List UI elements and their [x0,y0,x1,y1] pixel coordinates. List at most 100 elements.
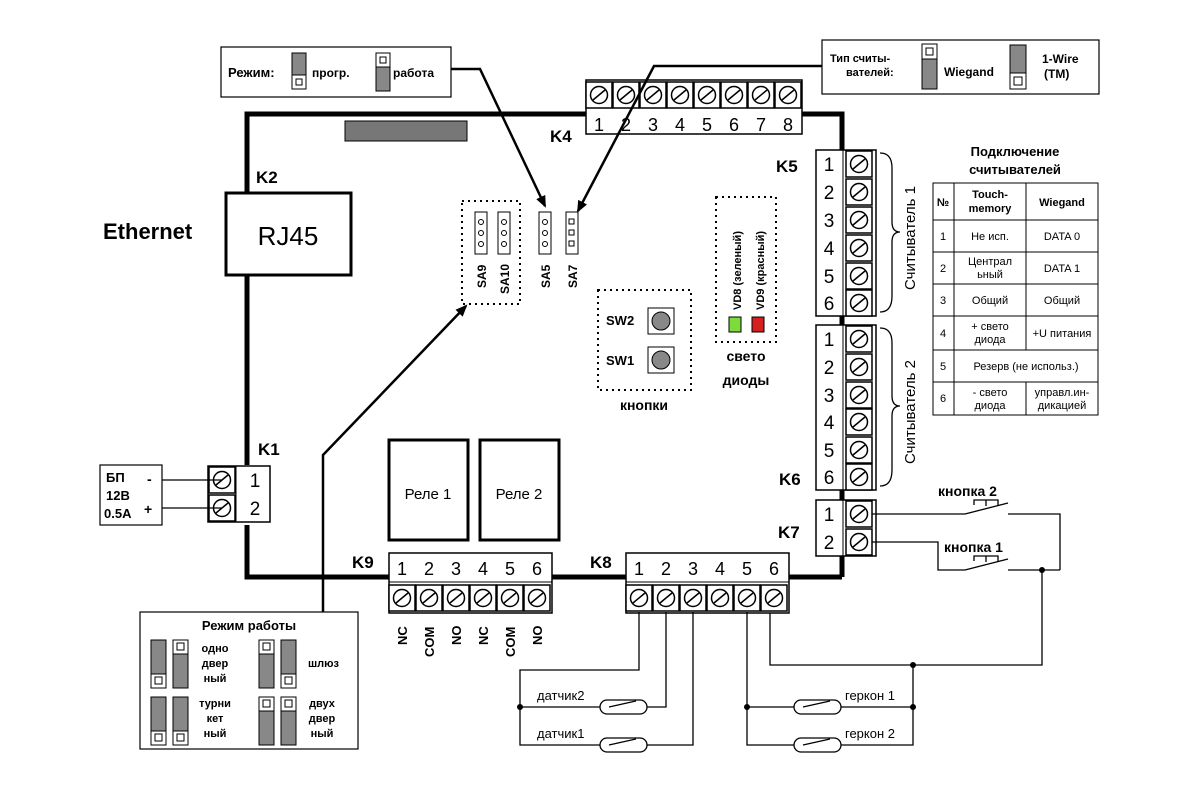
board-label-strip [344,120,468,142]
table-cell: 5 [940,361,946,373]
k5-pin: 6 [824,294,835,315]
table-title-1: Подключение [971,144,1060,159]
table-cell: DATA 1 [1044,263,1080,275]
legend-reader-line2: вателей: [846,67,894,79]
k1-label: K1 [258,440,280,459]
legend-reader-type: Тип считы- вателей: Wiegand 1-Wire (TM) [821,39,1100,95]
k4-pin: 3 [648,115,658,135]
k4-pin: 1 [594,115,604,135]
k1-pin: 2 [250,499,261,520]
reed1-label: геркон 1 [845,688,895,703]
psu-line2: 12В [106,488,130,503]
terminal-k5: K5 1 2 3 4 5 6 Считыватель 1 [776,149,919,317]
table-cell: ьный [977,269,1003,281]
power-supply: БП 12В 0.5А - + [99,464,222,526]
terminal-k6: 1 2 3 4 5 6 K6 Считыватель 2 [779,324,919,491]
k5-pin: 4 [824,239,835,260]
k9-pin: 4 [478,559,488,579]
sensor2-label: датчик2 [537,688,584,703]
k4-label: K4 [550,127,572,146]
k2-label: K2 [256,168,278,187]
psu-plus: + [144,501,152,517]
mode-turnstile-2: кет [207,713,224,725]
k5-pin: 2 [824,183,835,204]
k5-pin: 1 [824,155,835,176]
table-cell: 3 [940,295,946,307]
k5-pin: 5 [824,267,835,288]
sensor-symbols [599,699,842,753]
terminal-k1: K1 1 2 [207,440,280,523]
k8-pin: 5 [742,559,752,579]
k5-pin: 3 [824,211,835,232]
legend-reader-onewire2: (TM) [1044,67,1069,81]
sw1-label: SW1 [606,353,634,368]
sensor-wiring [519,612,914,746]
mode-gate: шлюз [308,658,340,670]
k6-pin: 5 [824,441,835,462]
k6-pin: 2 [824,358,835,379]
table-header-wg: Wiegand [1039,197,1085,209]
table-cell: +U питания [1033,328,1092,340]
k9-pin: 3 [451,559,461,579]
table-cell: Общий [972,295,1008,307]
table-cell: DATA 0 [1044,231,1080,243]
external-buttons [769,499,1061,666]
mode-one-door-1: одно [202,643,229,655]
rj45-label: RJ45 [258,221,319,251]
k9-pin: 1 [397,559,407,579]
psu-line3: 0.5А [104,506,132,521]
table-cell: 4 [940,328,946,340]
psu-line1: БП [106,470,125,485]
mode-one-door-3: ный [204,673,227,685]
table-header-tm-1: Touch- [972,189,1008,201]
table-cell: 1 [940,231,946,243]
green-led [728,316,742,333]
vd8-label: VD8 (зеленый) [732,231,744,310]
mode-two-door-1: двух [309,698,336,710]
relay1-label: Реле 1 [405,486,452,503]
k8-pin: 3 [688,559,698,579]
mode-one-door-2: двер [202,658,229,670]
table-cell: 6 [940,393,946,405]
k8-pin: 6 [769,559,779,579]
k8-pin: 1 [634,559,644,579]
k9-contact-label: NO [449,626,464,646]
k4-pin: 4 [675,115,685,135]
onboard-buttons: SW2 SW1 кнопки [597,289,692,413]
table-cell: Общий [1044,295,1080,307]
k1-pin: 1 [250,471,261,492]
k9-contact-label: NC [395,626,410,645]
legend-mode-work: работа [393,66,434,80]
terminal-k8: K8 1 2 3 4 5 6 [590,552,790,614]
table-cell: - свето [973,387,1008,399]
table-cell: Резерв (не использ.) [973,361,1078,373]
k6-pin: 3 [824,386,835,407]
arrows [321,64,822,612]
leds-caption-1: свето [726,348,765,364]
status-leds: VD8 (зеленый) VD9 (красный) свето диоды [715,196,777,388]
psu-minus: - [147,471,152,487]
relays: Реле 1 Реле 2 [387,438,561,542]
k6-pin: 4 [824,413,835,434]
table-cell: дикацией [1038,400,1086,412]
board-outline [244,111,845,580]
red-led [751,316,765,333]
k6-pin: 6 [824,468,835,489]
k6-label: K6 [779,470,801,489]
k9-pin: 5 [505,559,515,579]
mode-two-door-3: ный [311,728,334,740]
legend-reader-line1: Тип считы- [830,53,891,65]
k9-contact-label: COM [422,627,437,657]
terminal-k7: 1 2 K7 [778,499,877,557]
table-header-tm-2: memory [969,203,1013,215]
operating-mode-box: Режим работы одно двер ный шлюз турни ке… [139,611,359,750]
mode-box-title: Режим работы [202,618,296,633]
legend-reader-onewire1: 1-Wire [1042,52,1079,66]
k8-pin: 2 [661,559,671,579]
jumper-sa5-label: SA5 [539,264,553,288]
reader2-group-label: Считыватель 2 [902,360,919,464]
k4-pin: 2 [621,115,631,135]
table-cell: управл.ин- [1035,387,1090,399]
reed2-label: геркон 2 [845,726,895,741]
